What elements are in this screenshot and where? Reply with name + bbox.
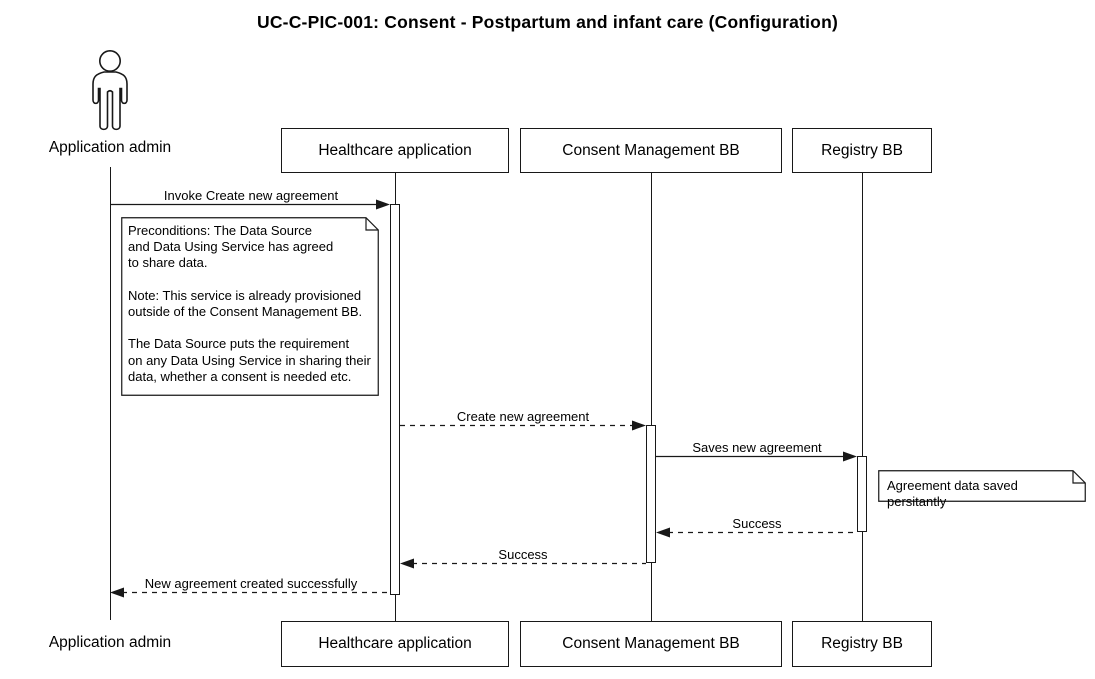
arrowhead-left-6 [110,587,124,598]
arrowhead-right-3 [843,451,857,462]
note-shape [878,470,1086,502]
arrowhead-right-1 [376,199,390,210]
message-label-new-agreement-created: New agreement created successfully [144,576,358,591]
diagram-title: UC-C-PIC-001: Consent - Postpartum and i… [257,12,838,32]
arrowhead-right-2 [632,420,646,431]
message-arrowheads [110,199,857,598]
note-shape [121,217,379,396]
participant-top-healthcare-application: Healthcare application [281,128,509,173]
participant-label: Healthcare application [318,635,472,652]
message-label-invoke-create-new-agreement: Invoke Create new agreement [163,188,339,203]
participant-label: Consent Management BB [562,635,740,652]
participant-top-consent-management-bb: Consent Management BB [520,128,782,173]
note-text: Preconditions: The Data Source and Data … [128,223,371,384]
participant-bottom-registry-bb: Registry BB [792,621,932,667]
activation-bar-consent-management-bb [646,425,656,563]
actor-label-top: Application admin [48,139,172,156]
message-label-success-consent: Success [498,547,548,562]
participant-label: Consent Management BB [562,141,740,159]
note-preconditions: Preconditions: The Data Source and Data … [121,217,379,396]
note-fold-corner [365,217,379,231]
person-icon [92,49,128,131]
participant-top-registry-bb: Registry BB [792,128,932,173]
message-label-saves-new-agreement: Saves new agreement [692,440,822,455]
participant-bottom-consent-management-bb: Consent Management BB [520,621,782,667]
participant-bottom-healthcare-application: Healthcare application [281,621,509,667]
message-label-success-registry: Success [732,516,782,531]
participant-label: Healthcare application [318,141,472,159]
message-lines [110,203,857,594]
arrowhead-left-4 [656,527,670,538]
message-label-create-new-agreement: Create new agreement [456,409,590,424]
participant-label: Registry BB [821,635,903,652]
note-text: Agreement data saved persitantly [887,478,1018,510]
participant-label: Registry BB [821,141,903,159]
note-agreement-saved: Agreement data saved persitantly [878,470,1086,509]
activation-bar-registry-bb [857,456,867,532]
arrowhead-left-5 [400,558,414,569]
activation-bar-healthcare-application [390,204,400,595]
actor-label-bottom: Application admin [48,634,172,651]
note-fold-corner [1072,470,1086,484]
